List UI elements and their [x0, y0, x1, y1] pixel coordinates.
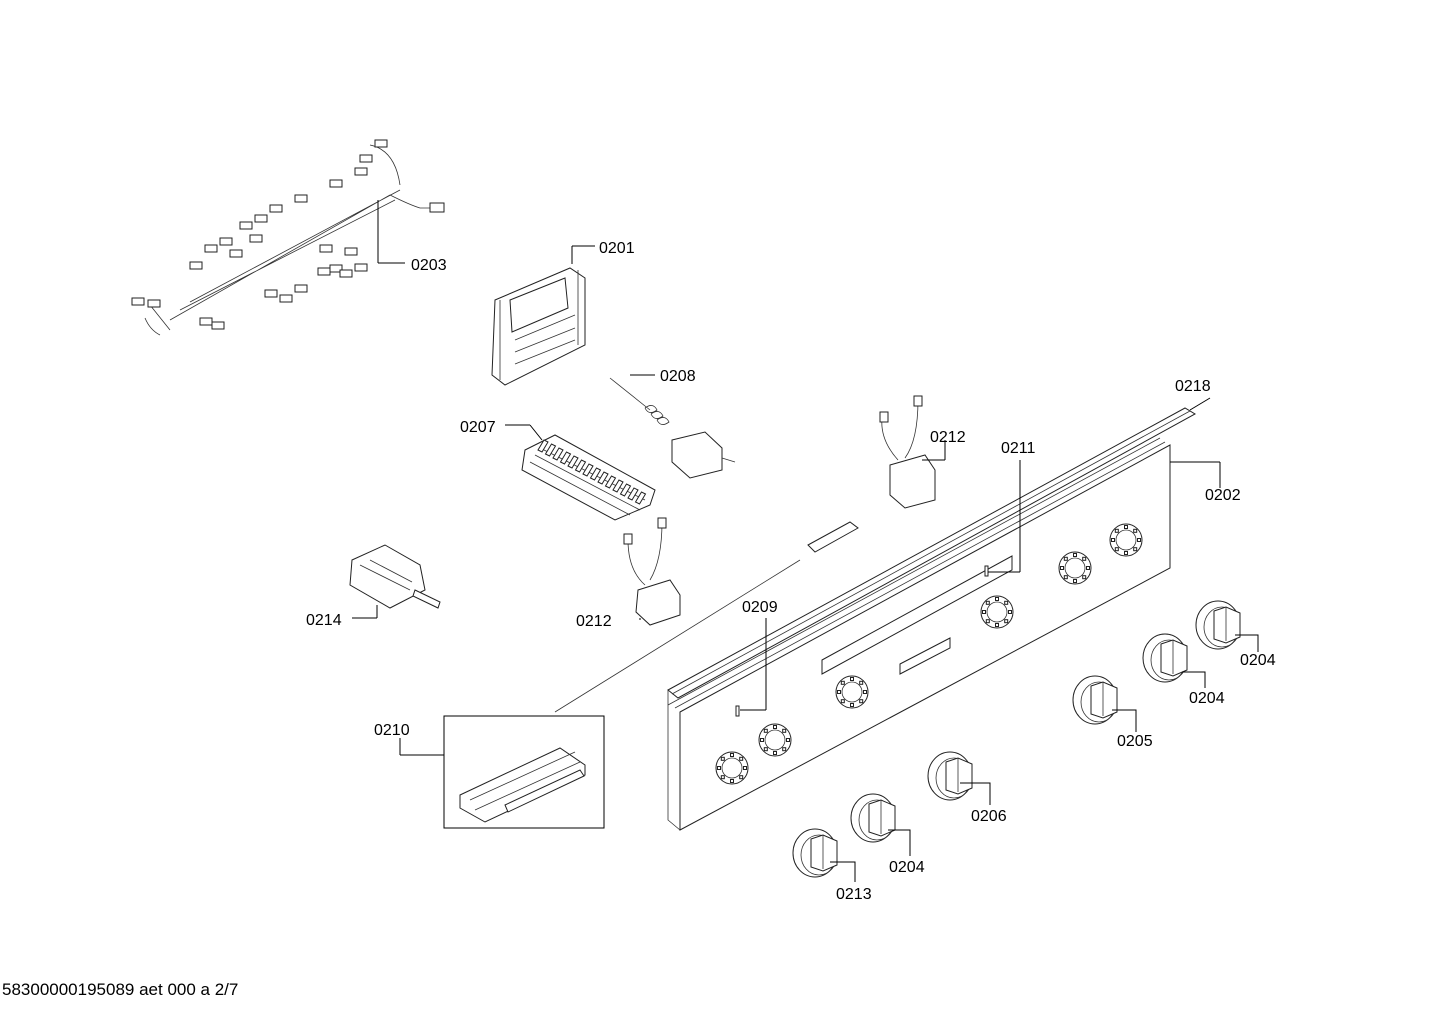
- callout-0205: 0205: [1117, 733, 1153, 750]
- connector-strip-icon: [554, 521, 859, 713]
- selector-switch-icon: [349, 544, 441, 609]
- callout-0208: 0208: [660, 368, 696, 385]
- callout-0204-c: 0204: [889, 859, 925, 876]
- thermostat-icon: [609, 377, 736, 479]
- control-panel-icon: [667, 407, 1197, 831]
- selector-switch-icon: [623, 517, 681, 626]
- knob-0213-icon: [792, 828, 838, 878]
- knob-0204-a-icon: [1195, 600, 1241, 650]
- callout-0212-right: 0212: [930, 429, 966, 446]
- knob-0204-b-icon: [1142, 633, 1188, 683]
- document-id: 58300000195089 aet 000 a 2/7: [2, 980, 239, 999]
- terminal-block-icon: [521, 434, 656, 521]
- knob-0204-c-icon: [850, 793, 896, 843]
- callout-0214: 0214: [306, 612, 342, 629]
- callout-0203: 0203: [411, 257, 447, 274]
- callout-0201: 0201: [599, 240, 635, 257]
- callout-0213: 0213: [836, 886, 872, 903]
- callout-0209: 0209: [742, 599, 778, 616]
- callout-0204-b: 0204: [1189, 690, 1225, 707]
- knob-0205-icon: [1072, 675, 1118, 725]
- callout-0206: 0206: [971, 808, 1007, 825]
- control-module-icon: [491, 267, 586, 386]
- callout-0207: 0207: [460, 419, 496, 436]
- callout-0204-a: 0204: [1240, 652, 1276, 669]
- callout-0218: 0218: [1175, 378, 1211, 395]
- selector-switch-icon: [879, 395, 936, 509]
- callout-0211: 0211: [1001, 440, 1036, 457]
- wiring-harness-icon: [131, 139, 445, 336]
- knob-0206-icon: [927, 751, 973, 801]
- callout-0202: 0202: [1205, 487, 1241, 504]
- detail-box: [443, 715, 605, 829]
- callout-0210: 0210: [374, 722, 410, 739]
- callout-0212-left: 0212: [576, 613, 612, 630]
